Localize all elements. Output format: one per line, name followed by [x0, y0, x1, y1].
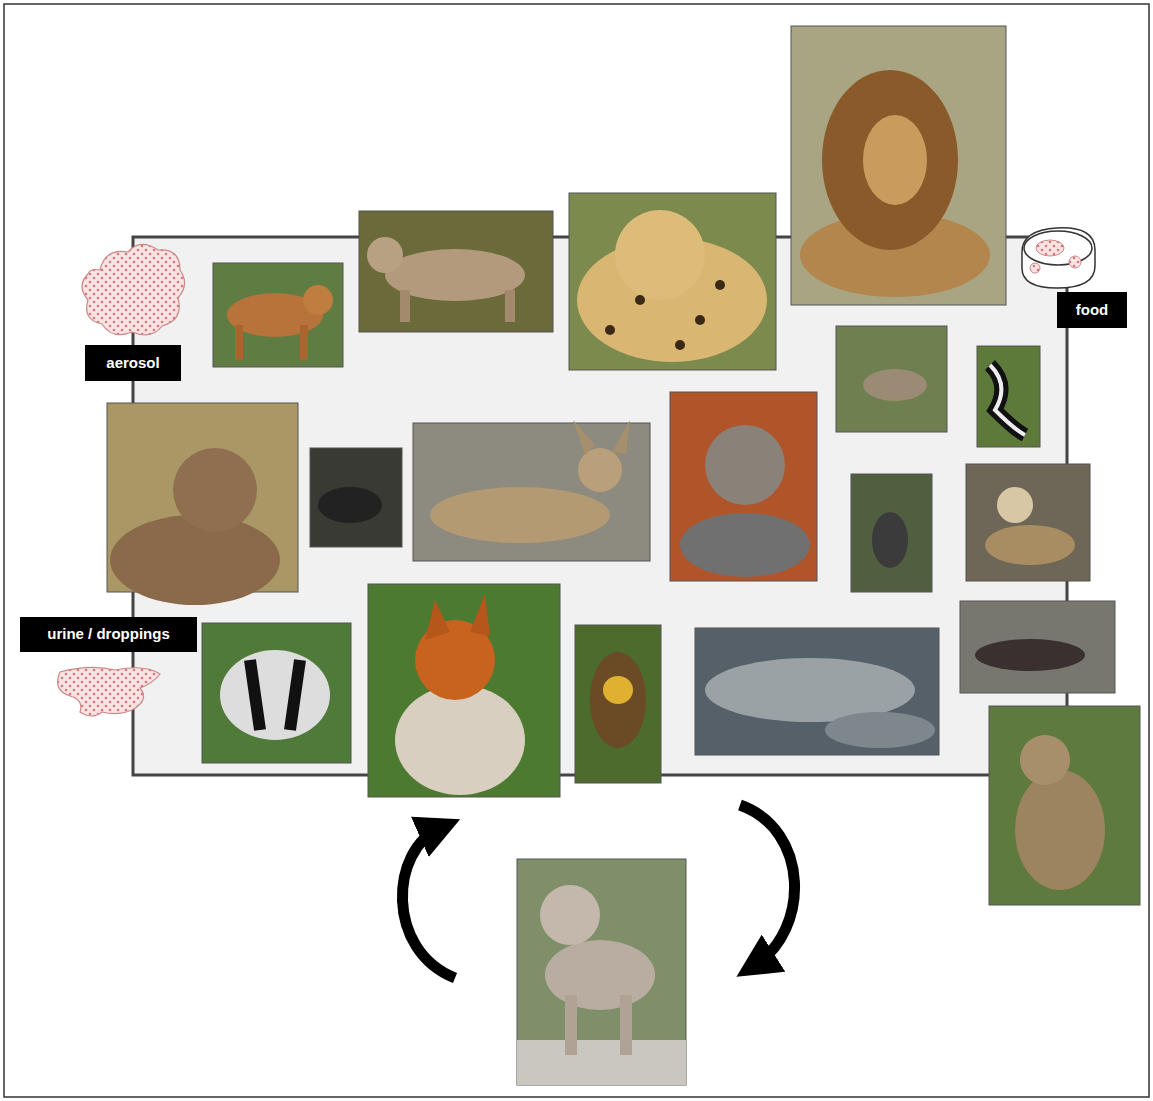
tiger-photo	[213, 263, 343, 367]
leopard-photo	[569, 193, 776, 370]
coyote-photo	[836, 326, 947, 432]
cycle-arrow	[402, 828, 455, 978]
lynx-photo	[359, 211, 553, 332]
bat-eared-fox-photo	[413, 420, 650, 561]
badger-photo	[202, 623, 351, 763]
skunk-photo	[977, 346, 1040, 447]
wolf-photo	[670, 392, 817, 581]
mink-photo	[960, 601, 1115, 693]
cycle-arrow	[740, 805, 795, 965]
red-fox-photo	[368, 584, 560, 797]
ferret-photo	[966, 464, 1090, 581]
dog-photo	[517, 859, 686, 1085]
route-label: food	[1076, 302, 1108, 319]
aerosol-icon	[82, 244, 185, 334]
marten-photo	[575, 625, 661, 783]
macaque-photo	[989, 706, 1140, 905]
figure-border	[4, 4, 1149, 1097]
civet-photo	[851, 474, 932, 592]
wild-dog-photo	[310, 448, 402, 547]
label-box: food	[1057, 292, 1127, 328]
food-icon	[1022, 228, 1095, 288]
label-box: urine / droppings	[20, 617, 197, 652]
route-label: urine / droppings	[47, 626, 170, 643]
lion-photo	[791, 26, 1006, 305]
route-label: aerosol	[106, 355, 159, 372]
label-box: aerosol	[85, 345, 181, 381]
hyena-photo	[107, 403, 298, 605]
seal-photo	[695, 628, 939, 755]
droppings-icon	[58, 667, 160, 716]
